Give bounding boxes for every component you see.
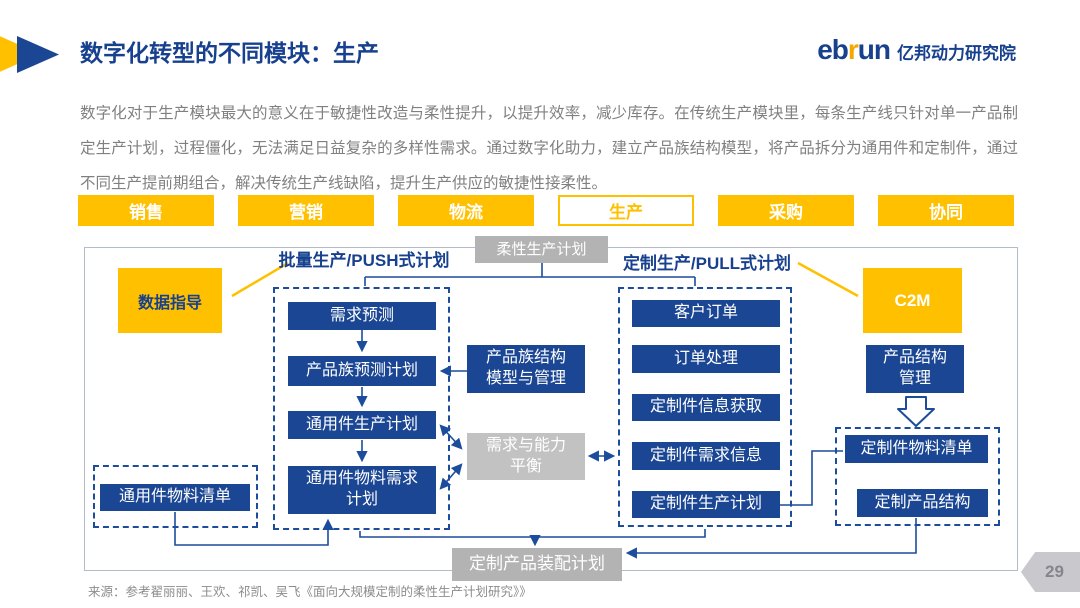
push-step-common-production-plan: 通用件生产计划 xyxy=(288,411,436,439)
source-citation: 来源：参考翟丽丽、王欢、祁凯、吴飞《面向大规模定制的柔性生产计划研究》》 xyxy=(88,585,532,599)
push-plan-label: 批量生产/PUSH式计划 xyxy=(278,251,450,270)
tab-collaboration[interactable]: 协同 xyxy=(878,195,1014,226)
push-step-demand-forecast: 需求预测 xyxy=(288,302,436,330)
tab-procurement[interactable]: 采购 xyxy=(718,195,854,226)
page-number-badge: 29 xyxy=(1021,552,1080,592)
data-guide-box: 数据指导 xyxy=(118,268,222,333)
pull-step-custom-info-capture: 定制件信息获取 xyxy=(632,394,780,421)
push-step-common-material-plan: 通用件物料需求 计划 xyxy=(288,466,436,514)
pull-plan-label: 定制生产/PULL式计划 xyxy=(622,254,792,273)
flexible-plan-label: 柔性生产计划 xyxy=(475,236,608,263)
custom-bom-box: 定制件物料清单 xyxy=(845,435,988,463)
tab-sales[interactable]: 销售 xyxy=(78,195,214,226)
common-bom-box: 通用件物料清单 xyxy=(100,484,250,511)
c2m-box: C2M xyxy=(863,268,962,333)
ebrun-logo-cn: 亿邦动力研究院 xyxy=(897,44,1016,63)
product-structure-mgmt-box: 产品结构 管理 xyxy=(866,345,964,393)
page-title: 数字化转型的不同模块：生产 xyxy=(80,40,379,66)
ebrun-logo-latin: ebrun xyxy=(817,34,891,65)
push-step-family-forecast-plan: 产品族预测计划 xyxy=(288,356,436,386)
assembly-plan-box: 定制产品装配计划 xyxy=(452,548,622,581)
pull-step-custom-production-plan: 定制件生产计划 xyxy=(632,491,780,518)
pull-step-order-processing: 订单处理 xyxy=(632,345,780,373)
tab-production[interactable]: 生产 xyxy=(558,195,694,226)
brand-chevron-navy-icon xyxy=(17,36,59,73)
intro-paragraph: 数字化对于生产模块最大的意义在于敏捷性改造与柔性提升，以提升效率，减少库存。在传… xyxy=(80,105,1018,192)
pull-step-customer-order: 客户订单 xyxy=(632,300,780,327)
family-structure-model-box: 产品族结构 模型与管理 xyxy=(467,345,585,393)
tab-logistics[interactable]: 物流 xyxy=(398,195,534,226)
pull-step-custom-demand-info: 定制件需求信息 xyxy=(632,442,780,470)
tab-marketing[interactable]: 营销 xyxy=(238,195,374,226)
custom-product-structure-box: 定制产品结构 xyxy=(857,489,988,517)
ebrun-logo: ebrun 亿邦动力研究院 xyxy=(817,34,1016,66)
demand-capacity-balance-box: 需求与能力 平衡 xyxy=(467,433,585,480)
